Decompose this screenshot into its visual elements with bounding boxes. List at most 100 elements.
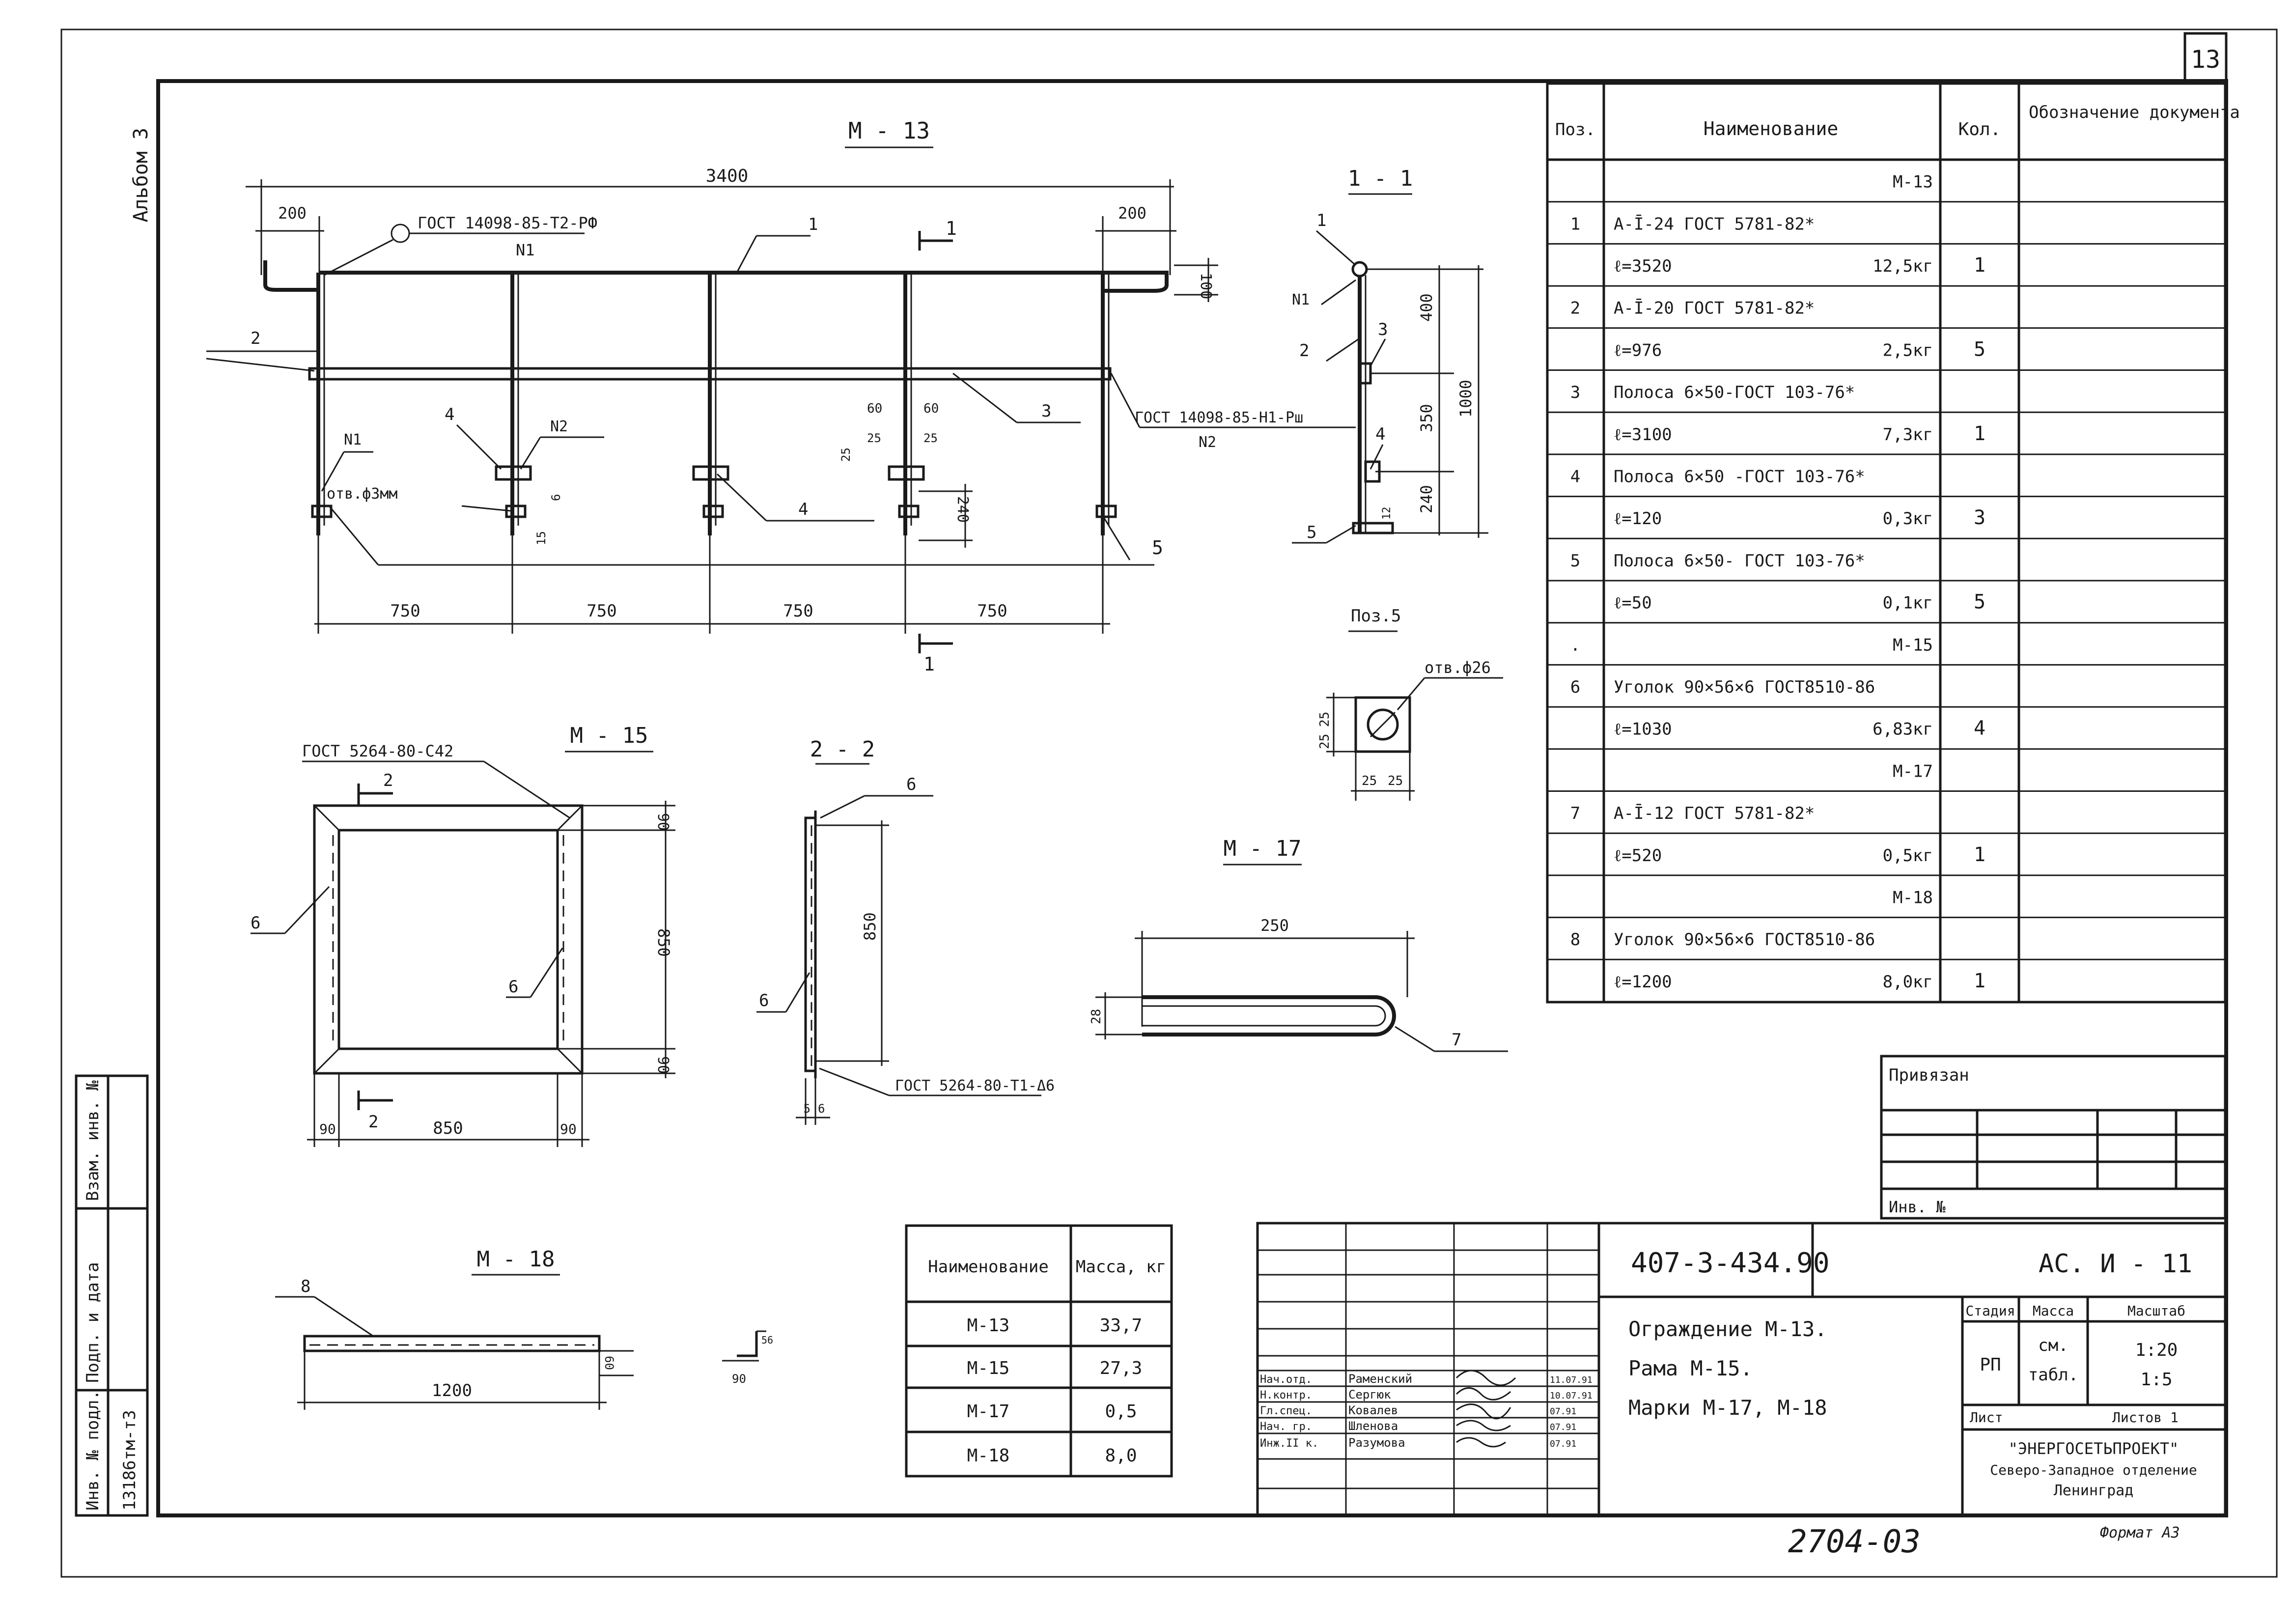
spec-cell-qty: 1 — [1974, 254, 1985, 277]
attached-title: Привязан — [1889, 1065, 1969, 1085]
pos5-title: Поз.5 — [1351, 606, 1401, 626]
spec-cell-pos: 4 — [1570, 467, 1580, 486]
view-m15: М - 15 ГОСТ 5264-80-С42 2 2 6 6 90 — [251, 723, 675, 1147]
m13-span-3: 750 — [783, 601, 813, 621]
spec-cell-name: ℓ=3520 — [1614, 256, 1672, 276]
mass-row-1-name: М-13 — [967, 1316, 1010, 1336]
tb-stage-h: Стадия — [1965, 1303, 2015, 1319]
tb-signature-1 — [1455, 1370, 1516, 1386]
tb-org-1: "ЭНЕРГОСЕТЬПРОЕКТ" — [2009, 1439, 2179, 1458]
m13-pos4-mid: 4 — [798, 500, 808, 519]
mass-row-2-mass: 27,3 — [1100, 1358, 1143, 1378]
mass-row-3-name: М-17 — [967, 1401, 1010, 1422]
s11-dim-1000: 1000 — [1456, 380, 1475, 418]
m13-weld-top: ГОСТ 14098-85-Т2-РФ — [418, 214, 597, 232]
spec-cell-pos: 7 — [1570, 804, 1580, 823]
m17-dim-h: 28 — [1089, 1009, 1104, 1024]
spec-cell-mass: М-18 — [1893, 888, 1933, 907]
mass-row-3-mass: 0,5 — [1105, 1401, 1137, 1422]
view-m13: М - 13 3400 200 200 100 — [206, 117, 1356, 675]
mass-row-1-mass: 33,7 — [1100, 1316, 1143, 1336]
s22-title: 2 - 2 — [810, 737, 875, 762]
mass-header-name: Наименование — [928, 1257, 1049, 1277]
m15-title: М - 15 — [570, 723, 648, 748]
tb-stage: РП — [1980, 1355, 2001, 1375]
tb-mass-2: табл. — [2028, 1365, 2078, 1385]
pos5-d25-3: 25 — [1362, 774, 1377, 788]
stamp-sign-date: Подп. и дата — [83, 1262, 103, 1383]
spec-cell-mass: 0,3кг — [1883, 509, 1933, 529]
m13-pos2: 2 — [251, 329, 260, 348]
m18-title: М - 18 — [477, 1247, 555, 1272]
m13-dim-drop: 100 — [1197, 273, 1214, 299]
spec-cell-name: A-Ī-12 ГОСТ 5781-82* — [1614, 804, 1815, 823]
m15-dim-90-bottom: 90 — [654, 1056, 671, 1074]
stamp-replaced-inv: Взам. инв. № — [83, 1080, 103, 1201]
spec-header-name: Наименование — [1704, 118, 1839, 140]
m13-pos5: 5 — [1152, 537, 1163, 559]
m15-section-bottom: 2 — [368, 1112, 378, 1132]
s11-pos4: 4 — [1375, 424, 1385, 444]
spec-header-qty: Кол. — [1958, 119, 2001, 140]
s22-pos6-left: 6 — [759, 991, 769, 1010]
s22-dim-850: 850 — [861, 912, 879, 941]
spec-cell-name: ℓ=120 — [1614, 509, 1662, 529]
spec-cell-name: ℓ=520 — [1614, 846, 1662, 866]
spec-cell-name: ℓ=50 — [1614, 593, 1652, 613]
tb-signature-3 — [1456, 1403, 1511, 1420]
pos5-d25-4: 25 — [1388, 774, 1403, 788]
view-pos5: Поз.5 отв.ф26 25 25 25 25 — [1317, 606, 1503, 801]
spec-cell-name: A-Ī-24 ГОСТ 5781-82* — [1614, 214, 1815, 234]
tb-role-4: Нач. гр. — [1260, 1421, 1312, 1433]
m15-dim-90-top: 90 — [654, 813, 671, 831]
m13-span-2: 750 — [587, 601, 616, 621]
m13-dim-6: 6 — [549, 494, 563, 501]
spec-cell-pos: 2 — [1570, 299, 1580, 318]
m18-dim-h: 60 — [602, 1356, 616, 1370]
m18-pos8: 8 — [301, 1277, 310, 1296]
s11-dim-400: 400 — [1417, 293, 1436, 322]
m13-weld-mid-num: N2 — [1199, 434, 1216, 451]
s22-pos6-top: 6 — [906, 775, 916, 794]
spec-cell-name: A-Ī-20 ГОСТ 5781-82* — [1614, 299, 1815, 318]
mass-table: Наименование Масса, кг М-13 33,7 М-15 27… — [905, 1224, 1173, 1478]
s11-title: 1 - 1 — [1348, 166, 1413, 191]
mass-header-mass: Масса, кг — [1076, 1257, 1166, 1277]
s11-dim-240: 240 — [1417, 485, 1436, 513]
stamp-inv-orig: Инв. № подл. — [83, 1390, 103, 1511]
spec-cell-name: Полоса 6×50 -ГОСТ 103-76* — [1614, 467, 1865, 486]
tb-name-5: Разумова — [1348, 1436, 1405, 1450]
tb-code: 407-3-434.90 — [1631, 1247, 1830, 1279]
m17-title: М - 17 — [1224, 836, 1302, 861]
spec-cell-name: Уголок 90×56×6 ГОСТ8510-86 — [1614, 930, 1875, 950]
spec-cell-mass: М-17 — [1893, 761, 1933, 781]
m13-dim-right-ext: 200 — [1118, 204, 1146, 223]
spec-cell-qty: 5 — [1974, 338, 1985, 361]
view-m18: М - 18 8 60 1200 56 90 — [275, 1247, 773, 1410]
spec-cell-name: ℓ=1030 — [1614, 720, 1672, 739]
mass-row-4-mass: 8,0 — [1105, 1446, 1137, 1466]
spec-header-doc: Обозначение документа — [2029, 103, 2240, 122]
spec-cell-name: ℓ=3100 — [1614, 425, 1672, 445]
m15-dim-850-h: 850 — [433, 1119, 463, 1138]
tb-role-3: Гл.спец. — [1260, 1405, 1312, 1417]
tb-role-1: Нач.отд. — [1260, 1373, 1312, 1386]
tb-date-1: 11.07.91 — [1550, 1375, 1593, 1385]
m13-span-1: 750 — [390, 601, 420, 621]
mass-row-4-name: М-18 — [967, 1446, 1010, 1466]
frame-border — [156, 79, 2228, 1517]
tb-date-3: 07.91 — [1550, 1406, 1576, 1417]
pos5-d25-2: 25 — [1317, 734, 1332, 749]
m17-dim-len: 250 — [1260, 916, 1289, 935]
spec-cell-mass: 0,1кг — [1883, 593, 1933, 613]
tb-role-2: Н.контр. — [1260, 1389, 1312, 1401]
tb-signature-2 — [1455, 1387, 1511, 1400]
spec-cell-mass: 8,0кг — [1883, 972, 1933, 992]
spec-cell-qty: 1 — [1974, 843, 1985, 866]
spec-cell-qty: 4 — [1974, 717, 1985, 740]
s11-pos1: 1 — [1316, 211, 1326, 230]
m13-weld-mid: ГОСТ 14098-85-Н1-Рш — [1135, 409, 1303, 426]
spec-cell-pos: 1 — [1570, 214, 1580, 234]
spec-cell-mass: 12,5кг — [1873, 256, 1933, 276]
